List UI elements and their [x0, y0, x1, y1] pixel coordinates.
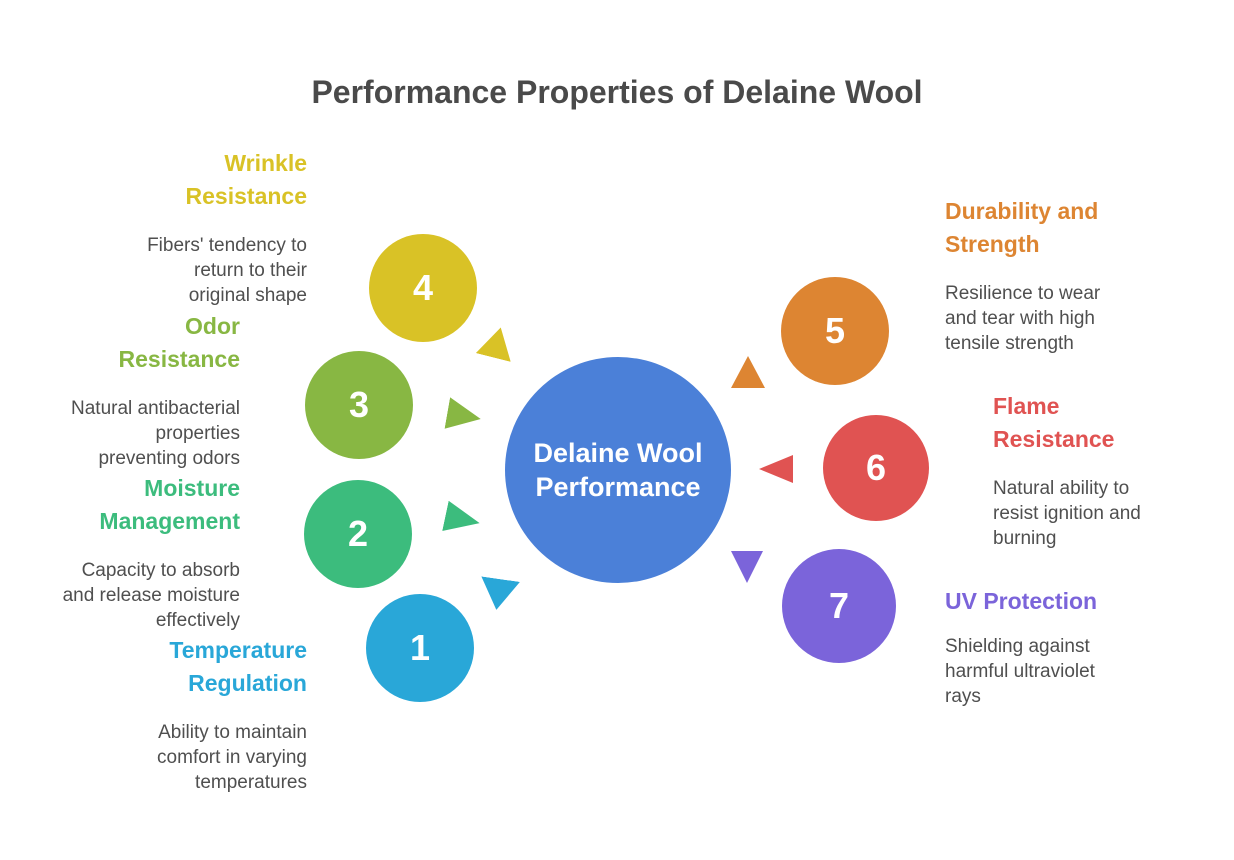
up-arrow-icon: [731, 356, 765, 388]
triangle-shape: [444, 397, 483, 434]
label-title: Wrinkle Resistance: [185, 150, 307, 209]
node-number-6: 6: [865, 447, 887, 488]
right-arrow-icon: [444, 397, 483, 434]
hub-label: Delaine Wool Performance: [533, 438, 703, 502]
node-number-2: 2: [347, 513, 369, 554]
down-arrow-icon: [731, 551, 763, 583]
label-block-uv-protection: UV Protection Shielding against harmful …: [945, 585, 1180, 709]
label-title: Flame Resistance: [993, 393, 1115, 452]
right-arrow-icon: [442, 501, 483, 539]
down-arrow-icon: [477, 576, 520, 612]
node-circle-7: 7: [782, 549, 896, 663]
left-arrow-icon: [759, 455, 793, 483]
node-circle-3: 3: [305, 351, 413, 459]
node-circle-2: 2: [304, 480, 412, 588]
triangle-shape: [731, 551, 763, 583]
label-description: Resilience to wear and tear with high te…: [945, 283, 1101, 354]
triangle-shape: [442, 501, 483, 539]
node-circle-4: 4: [369, 234, 477, 342]
node-circle-1: 1: [366, 594, 474, 702]
label-description: Ability to maintain comfort in varying t…: [157, 722, 307, 793]
node-number-5: 5: [824, 310, 846, 351]
triangle-shape: [759, 455, 793, 483]
label-block-wrinkle-resistance: Wrinkle Resistance Fibers' tendency to r…: [72, 147, 307, 308]
label-block-temperature-regulation: Temperature Regulation Ability to mainta…: [72, 634, 307, 795]
label-description: Shielding against harmful ultraviolet ra…: [945, 636, 1095, 707]
label-description: Natural ability to resist ignition and b…: [993, 478, 1141, 549]
label-title: UV Protection: [945, 588, 1098, 614]
label-description: Capacity to absorb and release moisture …: [62, 560, 240, 631]
label-block-moisture-management: Moisture Management Capacity to absorb a…: [5, 472, 240, 633]
triangle-shape: [476, 323, 518, 362]
label-block-durability-and-strength: Durability and Strength Resilience to we…: [945, 195, 1180, 356]
node-circle-6: 6: [823, 415, 929, 521]
triangle-shape: [731, 356, 765, 388]
node-circle-5: 5: [781, 277, 889, 385]
label-title: Temperature Regulation: [169, 637, 307, 696]
label-title: Moisture Management: [99, 475, 240, 534]
label-block-flame-resistance: Flame Resistance Natural ability to resi…: [993, 390, 1228, 551]
label-description: Natural antibacterial properties prevent…: [71, 398, 240, 469]
node-number-3: 3: [348, 384, 370, 425]
label-description: Fibers' tendency to return to their orig…: [147, 235, 307, 306]
up-arrow-icon: [476, 323, 518, 362]
node-number-7: 7: [828, 585, 850, 626]
page-title: Performance Properties of Delaine Wool: [311, 74, 923, 110]
label-title: Durability and Strength: [945, 198, 1099, 257]
hub-circle: Delaine Wool Performance: [505, 357, 731, 583]
node-number-4: 4: [412, 267, 434, 308]
triangle-shape: [477, 576, 520, 612]
label-block-odor-resistance: Odor Resistance Natural antibacterial pr…: [5, 310, 240, 471]
label-title: Odor Resistance: [118, 313, 240, 372]
node-number-1: 1: [409, 627, 431, 668]
